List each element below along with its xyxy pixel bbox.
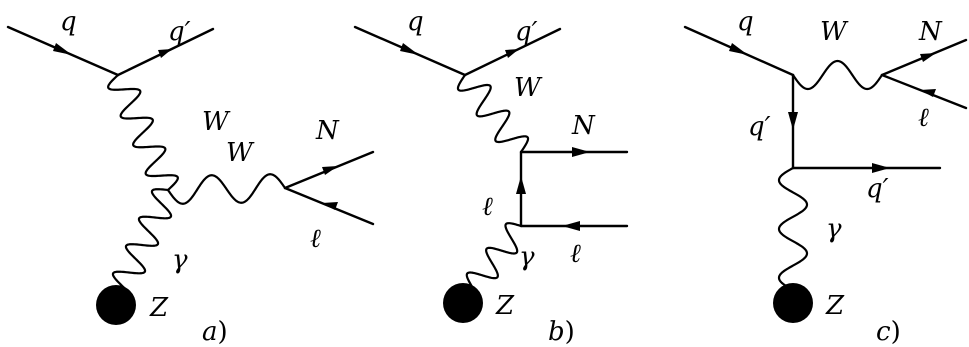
label-n: N [571,111,596,141]
diagram-b: q q′ W N ℓ ℓ γ Z b) [353,7,629,347]
label-w: W [226,138,255,168]
w-boson-propagator [792,59,883,91]
label-lepton: ℓ [482,192,493,222]
caption-paren: ) [565,317,575,347]
lepton-arrow [322,202,338,210]
caption-paren: ) [891,317,901,347]
z-blob [443,283,483,323]
quark-arrow [505,49,519,58]
quark-arrow [729,43,748,55]
lepton-arrow [920,53,936,62]
label-w: W [514,73,543,103]
label-q: q [737,7,754,37]
label-lepton: ℓ [570,239,581,269]
diagram-c: q W N ℓ q′ q′ γ Z c) [683,7,968,347]
label-q-prime: q′ [168,17,191,47]
caption-a: a) [202,317,228,347]
label-lepton: ℓ [918,103,929,133]
quark-arrow [158,49,172,58]
label-q: q [407,7,424,37]
photon-propagator [111,188,173,302]
caption-letter: c [876,317,891,347]
caption-paren: ) [218,317,228,347]
label-gamma: γ [172,245,188,275]
label-q-prime: q′ [748,112,771,142]
label-z: Z [149,293,169,323]
label-z: Z [825,291,845,321]
w-boson-propagator [167,173,286,205]
lepton-arrow [516,176,526,194]
label-q-prime: q′ [515,17,538,47]
label-lepton: ℓ [310,224,321,254]
lepton-arrow [322,166,338,175]
photon-propagator [777,167,809,291]
caption-b: b) [548,317,575,347]
caption-c: c) [876,317,901,347]
label-w: W [820,17,849,47]
w-boson-propagator [107,74,179,191]
quark-arrow [788,112,798,130]
caption-letter: a [202,317,218,347]
label-gamma: γ [519,242,535,272]
quark-arrow [872,163,890,173]
label-z: Z [495,291,515,321]
label-q: q [60,7,77,37]
label-n: N [918,17,943,47]
quark-arrow [400,43,419,55]
lepton-arrow [572,147,590,157]
label-n: N [315,116,340,146]
lepton-arrow [562,221,580,231]
z-blob [96,285,136,325]
lepton-arrow [920,89,936,97]
quark-arrow [53,43,72,55]
label-gamma: γ [826,214,842,244]
diagram-a: q q′ W W N ℓ γ Z a) [6,7,375,347]
label-q-prime: q′ [866,174,889,204]
caption-letter: b [548,317,565,347]
label-w: W [202,107,231,137]
w-boson-propagator [456,74,530,153]
z-blob [773,283,813,323]
